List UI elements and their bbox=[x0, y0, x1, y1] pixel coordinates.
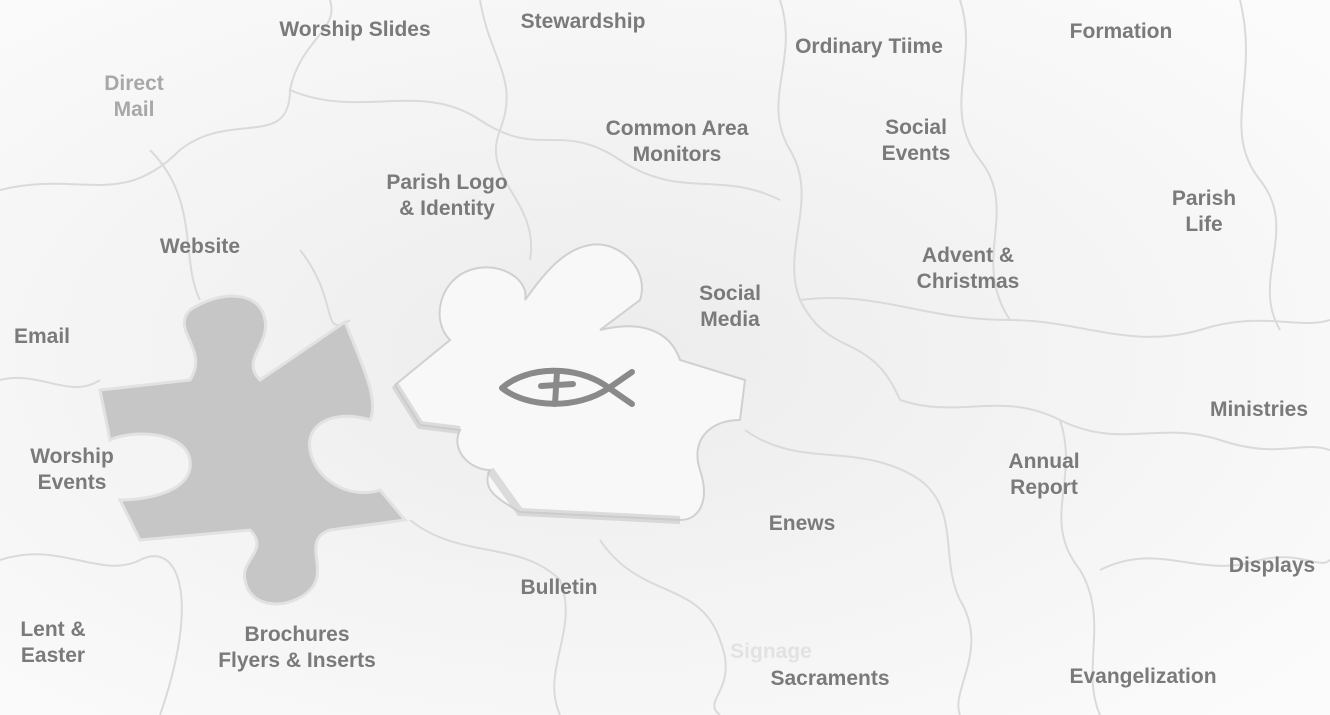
label-worship-slides: Worship Slides bbox=[279, 18, 431, 41]
label-social-media: Social Media bbox=[699, 282, 761, 331]
label-email: Email bbox=[13, 325, 71, 348]
label-parish-life: Parish Life bbox=[1171, 187, 1237, 236]
label-stewardship: Stewardship bbox=[520, 10, 646, 33]
label-lent-easter: Lent & Easter bbox=[20, 618, 86, 667]
label-common-area-monitors: Common Area Monitors bbox=[605, 117, 749, 166]
label-evangelization: Evangelization bbox=[1069, 665, 1217, 688]
label-sacraments: Sacraments bbox=[770, 667, 890, 690]
label-bulletin: Bulletin bbox=[520, 576, 598, 599]
label-annual-report: Annual Report bbox=[1008, 450, 1080, 499]
label-signage: Signage bbox=[730, 640, 812, 663]
label-enews: Enews bbox=[768, 512, 836, 535]
label-worship-events: Worship Events bbox=[30, 445, 114, 494]
label-displays: Displays bbox=[1228, 554, 1316, 577]
label-social-events: Social Events bbox=[881, 116, 951, 165]
label-ministries: Ministries bbox=[1209, 398, 1309, 421]
label-advent-christmas: Advent & Christmas bbox=[916, 244, 1020, 293]
label-direct-mail: Direct Mail bbox=[104, 72, 164, 121]
label-ordinary-time: Ordinary Tiime bbox=[795, 35, 943, 58]
ichthys-fish-icon bbox=[499, 367, 635, 407]
label-brochures: Brochures Flyers & Inserts bbox=[218, 623, 376, 672]
label-formation: Formation bbox=[1069, 20, 1173, 43]
label-website: Website bbox=[159, 235, 241, 258]
missing-piece-hole bbox=[98, 294, 408, 606]
label-parish-logo: Parish Logo & Identity bbox=[386, 171, 508, 220]
